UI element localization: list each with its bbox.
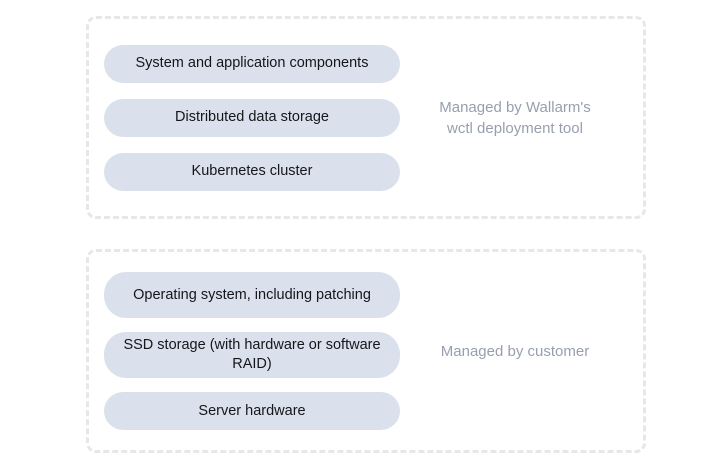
layer-stack-customer: Operating system, including patching SSD…	[89, 272, 403, 430]
group-managed-by-customer: Operating system, including patching SSD…	[86, 249, 646, 453]
group-managed-by-wallarm: System and application components Distri…	[86, 16, 646, 219]
layer-pill-server-hardware: Server hardware	[104, 392, 400, 430]
layer-pill-operating-system-including-patching: Operating system, including patching	[104, 272, 400, 318]
layer-pill-distributed-data-storage: Distributed data storage	[104, 98, 400, 137]
layer-pill-system-and-application-components: System and application components	[104, 44, 400, 83]
owner-label-managed-by-wallarm: Managed by Wallarm's wctl deployment too…	[439, 98, 591, 137]
layer-pill-kubernetes-cluster: Kubernetes cluster	[104, 152, 400, 191]
owner-label-managed-by-customer: Managed by customer	[440, 342, 590, 360]
layer-stack-wallarm: System and application components Distri…	[89, 44, 403, 191]
layer-pill-ssd-storage: SSD storage (with hardware or software R…	[104, 332, 400, 378]
